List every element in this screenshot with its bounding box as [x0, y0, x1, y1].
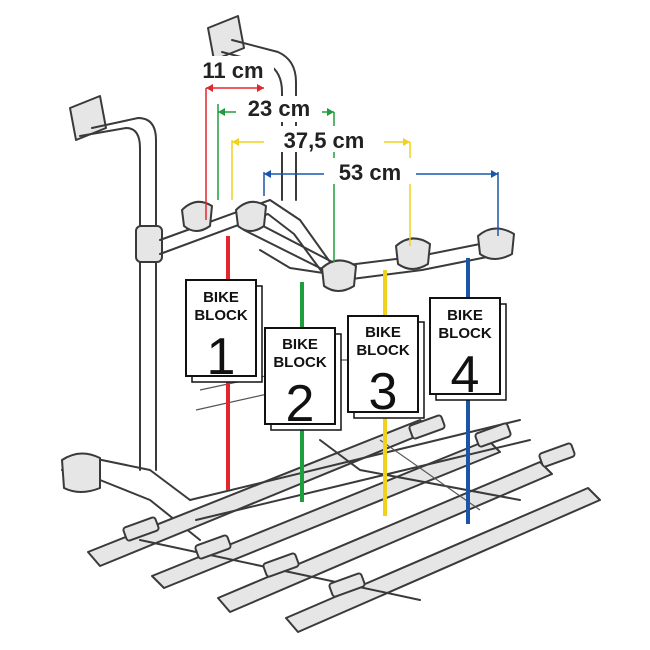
block-3-number: 3 [369, 363, 398, 421]
block-1-number: 1 [207, 328, 236, 386]
dimension-label-53cm: 53 cm [339, 160, 401, 185]
block-3-line2: BLOCK [356, 342, 409, 359]
bike-block-4: BIKE BLOCK 4 [429, 297, 507, 404]
dimension-label-23cm: 23 cm [248, 96, 310, 121]
block-4-number: 4 [451, 346, 480, 404]
rack-drawing [61, 15, 601, 633]
block-2-line1: BIKE [282, 336, 318, 353]
bike-block-3: BIKE BLOCK 3 [347, 315, 425, 421]
block-1-line2: BLOCK [194, 307, 247, 324]
block-4-line2: BLOCK [438, 325, 491, 342]
block-2-line2: BLOCK [273, 354, 326, 371]
block-4-line1: BIKE [447, 307, 483, 324]
dimension-label-11cm: 11 cm [202, 58, 263, 83]
bike-block-2: BIKE BLOCK 2 [264, 327, 342, 433]
block-2-number: 2 [286, 375, 315, 433]
bike-block-1: BIKE BLOCK 1 [185, 279, 263, 386]
dimension-label-37-5cm: 37,5 cm [284, 128, 365, 153]
block-3-line1: BIKE [365, 324, 401, 341]
block-1-line1: BIKE [203, 289, 239, 306]
